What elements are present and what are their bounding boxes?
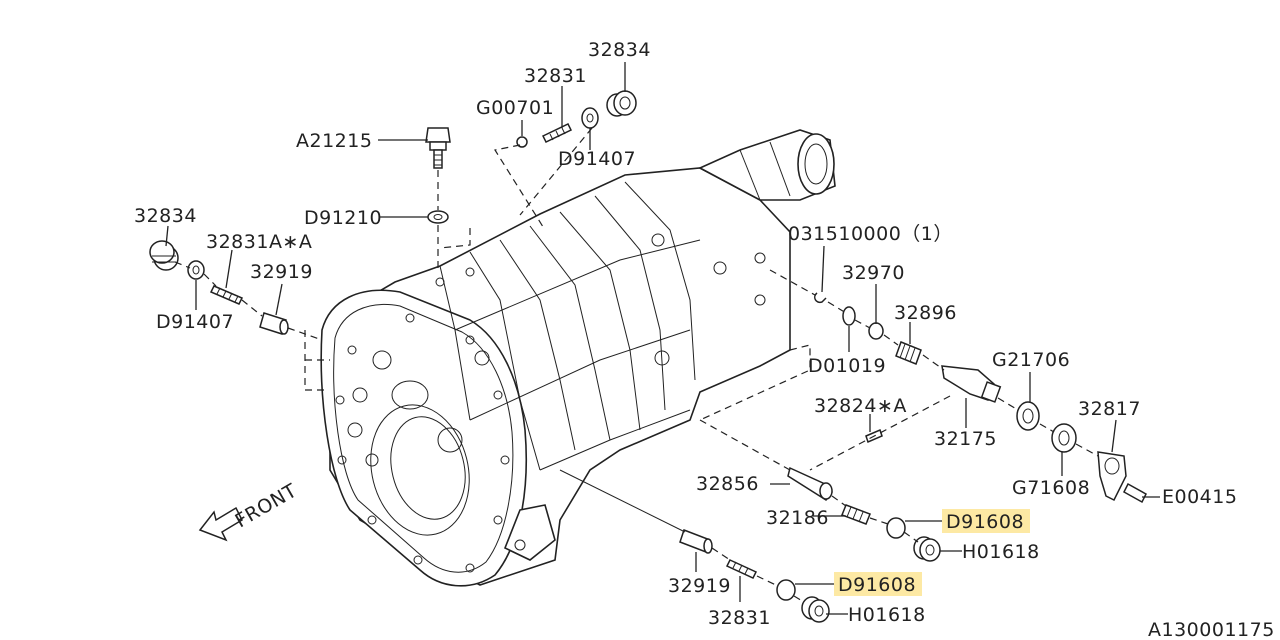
label-32831a: 32831A∗A xyxy=(206,231,312,253)
part-d91608-washer-upper xyxy=(886,517,906,539)
label-d91608-lower: D91608 xyxy=(838,574,916,596)
label-32817: 32817 xyxy=(1078,398,1141,420)
label-d91407-top: D91407 xyxy=(558,148,636,170)
part-031510000-ring xyxy=(814,292,827,304)
label-h01618-lower: H01618 xyxy=(848,604,926,626)
part-d91608-washer-lower xyxy=(776,579,796,601)
part-32831a-spring xyxy=(209,285,244,305)
label-d01019: D01019 xyxy=(808,355,886,377)
label-32919-bottom: 32919 xyxy=(668,575,731,597)
part-32834-plug-top xyxy=(606,90,637,117)
part-labels: 32834 32831 G00701 A21215 D91407 D91210 … xyxy=(134,39,1275,640)
label-32919-left: 32919 xyxy=(250,261,313,283)
part-d91407-washer-top xyxy=(581,107,599,129)
part-e00415-pin xyxy=(1123,482,1147,504)
front-arrow: FRONT xyxy=(198,480,301,542)
label-32834-top: 32834 xyxy=(588,39,651,61)
part-32831-spring-bottom xyxy=(725,559,758,579)
label-32834-left: 32834 xyxy=(134,205,197,227)
part-g71608-seal xyxy=(1051,423,1077,453)
part-32919-plunger-bottom xyxy=(679,529,713,554)
part-h01618-plug-lower xyxy=(801,596,830,623)
label-d91608-upper: D91608 xyxy=(946,511,1024,533)
label-g21706: G21706 xyxy=(992,349,1070,371)
label-32175: 32175 xyxy=(934,428,997,450)
part-32834-plug-left xyxy=(149,240,179,271)
part-32970-collar xyxy=(868,322,884,340)
label-031510000: 031510000（1） xyxy=(788,223,953,245)
label-h01618-upper: H01618 xyxy=(962,541,1040,563)
assembly-lines xyxy=(174,127,1099,603)
label-d91210: D91210 xyxy=(304,207,382,229)
label-32970: 32970 xyxy=(842,262,905,284)
drawing-id: A130001175 xyxy=(1148,619,1275,640)
part-32856-shaft xyxy=(787,466,833,502)
label-d91407-left: D91407 xyxy=(156,311,234,333)
transmission-case xyxy=(320,129,836,587)
highlight-d91608-lower xyxy=(834,572,922,596)
part-a21215-bolt xyxy=(425,127,451,169)
part-d91407-washer-left xyxy=(187,260,205,280)
label-32186: 32186 xyxy=(766,507,829,529)
part-32186-spring xyxy=(841,504,871,525)
part-32919-plunger-left xyxy=(259,312,289,335)
label-g00701: G00701 xyxy=(476,97,554,119)
part-h01618-plug-upper xyxy=(913,536,941,562)
part-d91210-washer xyxy=(427,210,449,224)
label-32824a: 32824∗A xyxy=(814,395,907,417)
part-32896-spring xyxy=(895,341,922,365)
part-d01019-washer xyxy=(842,306,856,326)
part-32817-lever xyxy=(1097,451,1127,502)
label-e00415: E00415 xyxy=(1162,486,1237,508)
label-g71608: G71608 xyxy=(1012,477,1090,499)
label-32856: 32856 xyxy=(696,473,759,495)
front-label: FRONT xyxy=(232,480,301,533)
leader-lines xyxy=(165,62,1160,615)
part-g21706-seal xyxy=(1016,401,1040,431)
label-32831-top: 32831 xyxy=(524,65,587,87)
highlight-d91608-upper xyxy=(942,509,1030,533)
part-32175-shaft xyxy=(941,365,1002,403)
label-32896: 32896 xyxy=(894,302,957,324)
label-a21215: A21215 xyxy=(296,130,372,152)
part-32831-spring-top xyxy=(541,123,573,143)
label-32831-bottom: 32831 xyxy=(708,607,771,629)
